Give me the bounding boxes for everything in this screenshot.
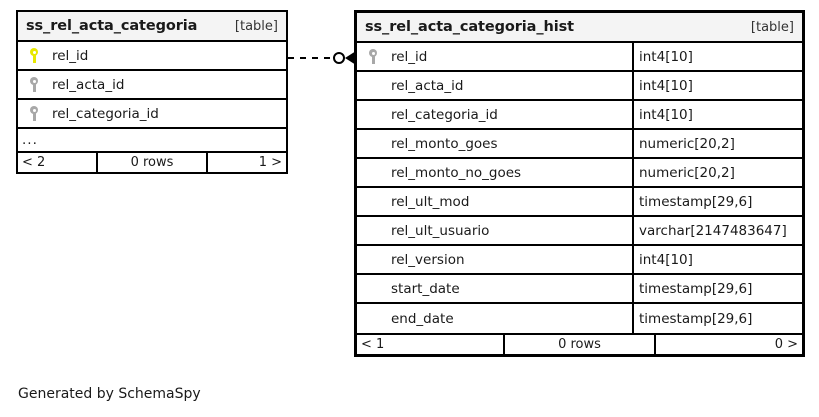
table-row[interactable]: rel_ult_mod timestamp[29,6] (357, 188, 802, 217)
relationship-connector (288, 47, 358, 69)
table-box-ss_rel_acta_categoria[interactable]: ss_rel_acta_categoria [table] rel_id (16, 10, 288, 174)
table-row[interactable]: end_date timestamp[29,6] (357, 304, 802, 333)
column-list: rel_id int4[10] rel_acta_id int4[10] rel… (357, 43, 802, 333)
row-count-label: 0 rows (503, 335, 656, 354)
column-type-label: int4[10] (632, 72, 802, 99)
table-row[interactable]: rel_categoria_id (18, 100, 286, 129)
column-cell: end_date (357, 304, 632, 333)
table-box-ss_rel_acta_categoria_hist[interactable]: ss_rel_acta_categoria_hist [table] rel_i… (354, 10, 805, 357)
column-cell: rel_monto_no_goes (357, 159, 632, 186)
more-columns-ellipsis: ... (22, 132, 38, 148)
table-row[interactable]: rel_monto_no_goes numeric[20,2] (357, 159, 802, 188)
column-type-label: varchar[2147483647] (632, 217, 802, 244)
table-row[interactable]: rel_id int4[10] (357, 43, 802, 72)
column-cell: rel_version (357, 246, 632, 273)
column-name-label: rel_monto_no_goes (391, 164, 522, 181)
table-row-truncated: ... (18, 129, 286, 151)
table-name-label: ss_rel_acta_categoria_hist (365, 19, 574, 35)
column-cell: rel_id (18, 42, 286, 69)
column-cell: start_date (357, 275, 632, 302)
column-cell: rel_id (357, 43, 632, 70)
column-name-label: rel_ult_usuario (391, 222, 490, 239)
column-cell: rel_acta_id (357, 72, 632, 99)
column-cell: rel_categoria_id (357, 101, 632, 128)
primary-key-icon (24, 48, 44, 63)
foreign-key-icon (24, 106, 44, 121)
table-row[interactable]: rel_monto_goes numeric[20,2] (357, 130, 802, 159)
column-type-label: numeric[20,2] (632, 130, 802, 157)
table-row[interactable]: rel_categoria_id int4[10] (357, 101, 802, 130)
column-type-label: timestamp[29,6] (632, 304, 802, 333)
column-list: rel_id rel_acta_id (18, 42, 286, 151)
column-type-label: int4[10] (632, 246, 802, 273)
table-footer: < 2 0 rows 1 > (18, 151, 286, 172)
child-tables-link[interactable]: 0 > (774, 337, 798, 352)
column-name-label: rel_id (391, 48, 428, 65)
table-row[interactable]: rel_ult_usuario varchar[2147483647] (357, 217, 802, 246)
column-cell: rel_ult_mod (357, 188, 632, 215)
crowsfoot-optional-icon (288, 50, 357, 66)
table-row[interactable]: rel_acta_id int4[10] (357, 72, 802, 101)
table-footer: < 1 0 rows 0 > (357, 333, 802, 354)
column-name-label: rel_categoria_id (391, 106, 498, 123)
foreign-key-icon (363, 49, 383, 64)
table-row[interactable]: rel_id (18, 42, 286, 71)
table-type-tag: [table] (750, 19, 794, 35)
table-title-bar[interactable]: ss_rel_acta_categoria_hist [table] (357, 13, 802, 43)
table-row[interactable]: rel_acta_id (18, 71, 286, 100)
table-row[interactable]: start_date timestamp[29,6] (357, 275, 802, 304)
column-name-label: rel_monto_goes (391, 135, 498, 152)
parent-tables-link[interactable]: < 1 (361, 337, 385, 352)
table-name-label: ss_rel_acta_categoria (26, 18, 198, 34)
column-cell: rel_acta_id (18, 71, 286, 98)
column-name-label: rel_acta_id (391, 77, 464, 94)
column-name-label: rel_version (391, 251, 465, 268)
table-row[interactable]: rel_version int4[10] (357, 246, 802, 275)
column-cell: rel_monto_goes (357, 130, 632, 157)
generated-by-note: Generated by SchemaSpy (18, 386, 201, 402)
column-type-label: numeric[20,2] (632, 159, 802, 186)
column-name-label: start_date (391, 280, 460, 297)
parent-tables-link[interactable]: < 2 (22, 155, 46, 170)
column-type-label: int4[10] (632, 43, 802, 70)
table-type-tag: [table] (234, 18, 278, 34)
column-cell: rel_categoria_id (18, 100, 286, 127)
foreign-key-icon (24, 77, 44, 92)
column-name-label: rel_id (52, 47, 89, 64)
column-type-label: timestamp[29,6] (632, 275, 802, 302)
row-count-label: 0 rows (96, 153, 208, 172)
child-tables-link[interactable]: 1 > (258, 155, 282, 170)
column-cell: rel_ult_usuario (357, 217, 632, 244)
table-title-bar[interactable]: ss_rel_acta_categoria [table] (18, 12, 286, 42)
column-name-label: end_date (391, 310, 454, 327)
column-name-label: rel_ult_mod (391, 193, 470, 210)
column-type-label: int4[10] (632, 101, 802, 128)
column-name-label: rel_acta_id (52, 76, 125, 93)
column-type-label: timestamp[29,6] (632, 188, 802, 215)
column-name-label: rel_categoria_id (52, 105, 159, 122)
